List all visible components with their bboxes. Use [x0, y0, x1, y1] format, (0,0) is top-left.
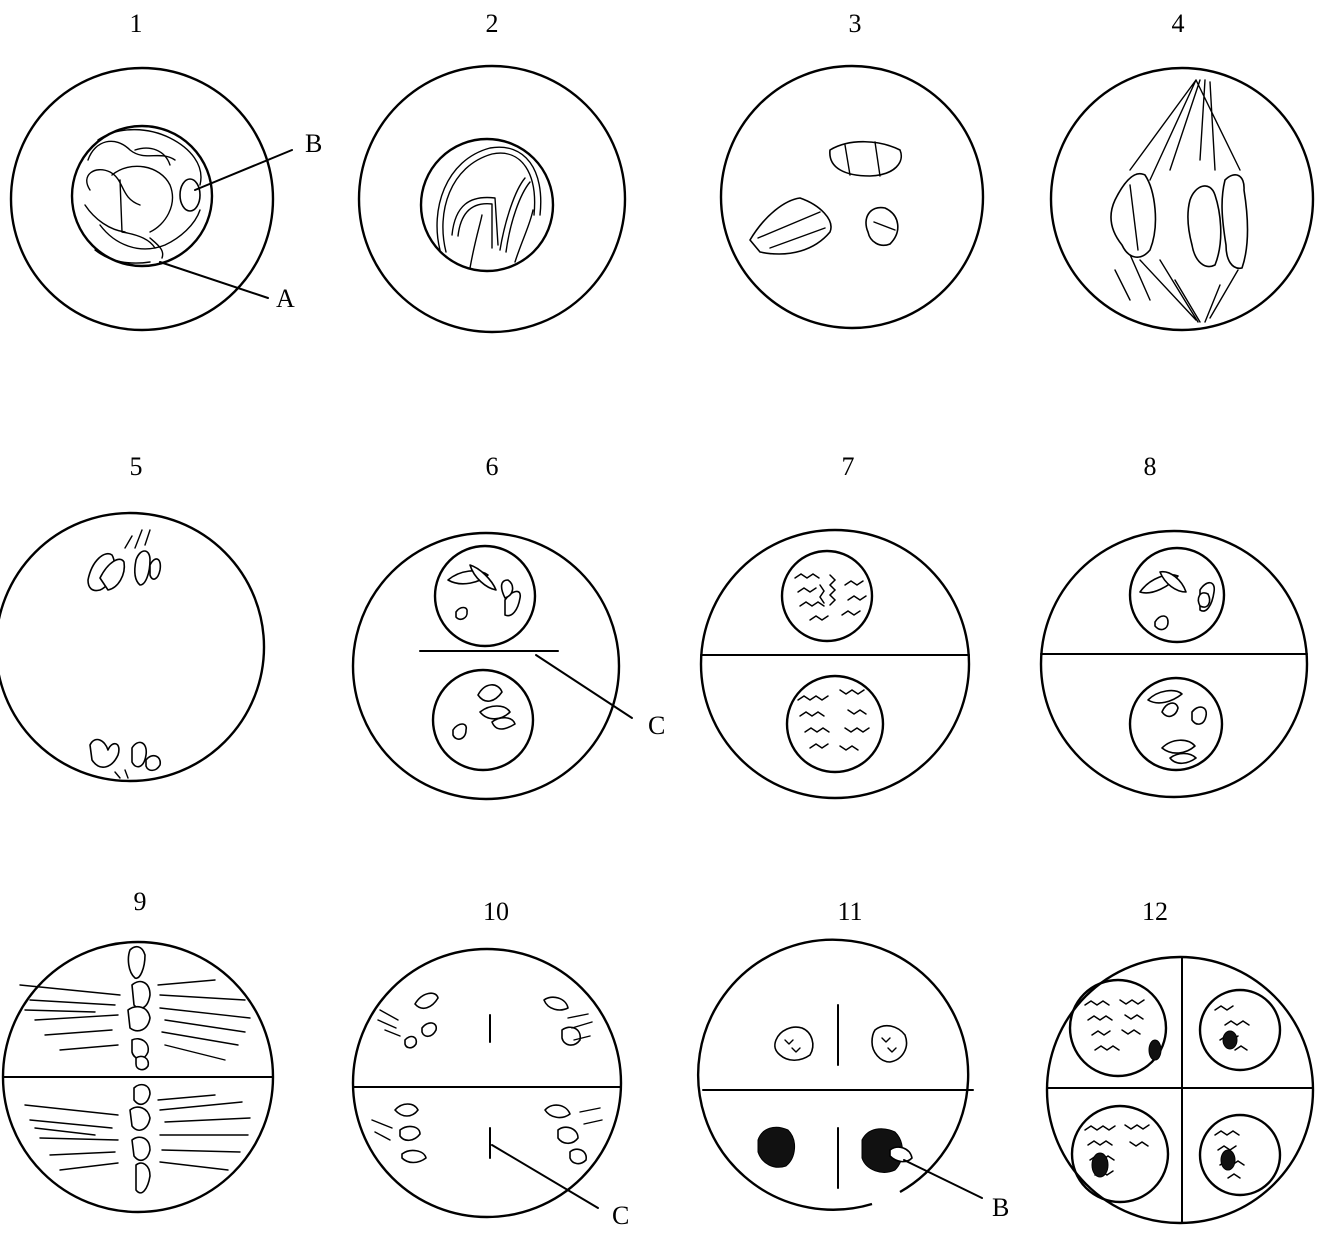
panel-12-cell — [1047, 957, 1313, 1223]
panel-5-cell — [0, 513, 264, 781]
chromatin-lower — [798, 690, 869, 750]
spore-nucleus-2 — [1200, 990, 1280, 1070]
chromosomes-upper-plate — [128, 947, 150, 1070]
chromosomes-upper-pole — [88, 530, 160, 591]
cell-membrane — [721, 66, 983, 328]
panel-number-10: 10 — [483, 897, 509, 926]
label-c-10: C — [612, 1201, 629, 1230]
panel-number-4: 4 — [1172, 9, 1185, 38]
nucleus-lower — [787, 676, 883, 772]
chromosomes-lower-plate — [130, 1085, 150, 1193]
cell-membrane — [0, 513, 264, 781]
cell-membrane — [701, 530, 969, 798]
cell-membrane — [353, 949, 621, 1217]
panel-8-cell — [1041, 531, 1307, 797]
panel-number-3: 3 — [849, 9, 862, 38]
cell-membrane — [1047, 957, 1313, 1223]
bivalents — [750, 142, 901, 254]
spore-nucleus-3 — [1072, 1106, 1168, 1202]
cell-membrane — [698, 940, 968, 1210]
chromosomes-upper — [448, 565, 520, 619]
panel-1-cell: B A — [11, 68, 322, 330]
panel-number-12: 12 — [1142, 897, 1168, 926]
nuclear-envelope — [421, 139, 553, 271]
panel-number-6: 6 — [486, 452, 499, 481]
paired-chromosomes — [437, 147, 541, 268]
label-a-pointer — [160, 262, 268, 298]
chromosomes-lower — [453, 685, 515, 739]
bivalents-at-plate — [1111, 174, 1248, 269]
chromosomes-upper — [1140, 572, 1214, 630]
panel-number-7: 7 — [842, 452, 855, 481]
nucleolus-b — [180, 179, 200, 211]
label-a: A — [276, 284, 295, 313]
spore-nucleus-1 — [1070, 980, 1166, 1076]
label-c-6: C — [648, 711, 665, 740]
panel-10-cell: C — [353, 949, 629, 1230]
panel-number-8: 8 — [1144, 452, 1157, 481]
cell-membrane — [11, 68, 273, 330]
label-b-pointer — [195, 150, 292, 190]
panel-number-11: 11 — [837, 897, 862, 926]
panel-7-cell — [701, 530, 969, 798]
panel-number-2: 2 — [486, 9, 499, 38]
chromosomes-lower-pole — [90, 740, 160, 778]
spore-nucleus-4 — [1200, 1115, 1280, 1195]
panel-4-cell — [1051, 68, 1313, 330]
panel-number-9: 9 — [134, 887, 147, 916]
panel-number-1: 1 — [130, 9, 143, 38]
nucleus-upper — [782, 551, 872, 641]
label-b-pointer-11 — [904, 1160, 982, 1198]
panel-2-cell — [359, 66, 625, 332]
daughter-nucleus-lower — [433, 670, 533, 770]
chromosome-groups — [372, 993, 602, 1163]
chromosomes-lower — [1148, 691, 1206, 764]
label-b: B — [305, 129, 322, 158]
cell-membrane — [359, 66, 625, 332]
label-b-11: B — [992, 1193, 1009, 1222]
panel-9-cell — [3, 942, 273, 1212]
nuclei-reforming — [758, 1026, 912, 1173]
panel-number-5: 5 — [130, 452, 143, 481]
panel-3-cell — [721, 66, 983, 328]
panel-11-cell: B — [698, 940, 1009, 1222]
panel-6-cell: C — [353, 533, 665, 799]
chromatin-upper — [795, 574, 866, 620]
